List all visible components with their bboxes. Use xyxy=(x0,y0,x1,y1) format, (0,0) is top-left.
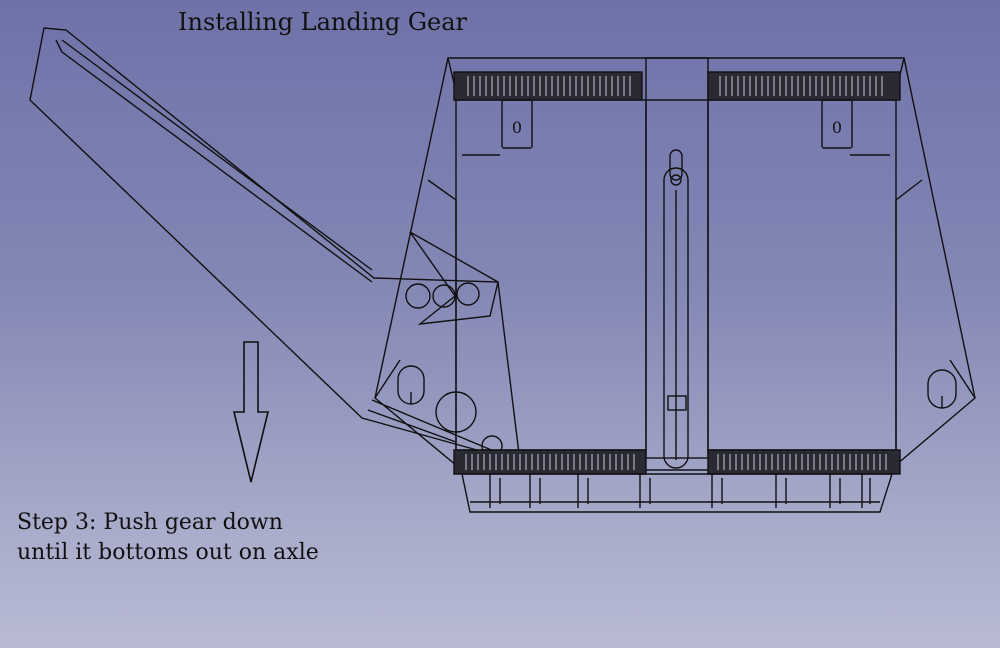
right-side-slot xyxy=(927,369,957,409)
right-bracket-label: 0 xyxy=(832,118,842,137)
caption-line-1: Step 3: Push gear down xyxy=(17,510,283,535)
caption-line-2: until it bottoms out on axle xyxy=(17,540,319,565)
lower-compartments xyxy=(461,473,893,513)
gear-leg-hole xyxy=(456,282,480,306)
center-rod xyxy=(663,149,689,469)
page-title: Installing Landing Gear xyxy=(178,8,468,36)
left-bracket xyxy=(501,99,533,149)
gear-leg-hole xyxy=(405,283,431,309)
left-bracket-label: 0 xyxy=(512,118,522,137)
step-caption: Step 3: Push gear down until it bottoms … xyxy=(17,508,319,568)
top-gear-strip xyxy=(453,71,901,101)
down-arrow-icon xyxy=(232,341,270,483)
bottom-gear-strip xyxy=(453,449,901,475)
right-bracket xyxy=(821,99,853,149)
mounting-brackets xyxy=(501,99,853,149)
gear-leg-hole xyxy=(432,284,456,308)
gear-leg xyxy=(29,27,521,463)
